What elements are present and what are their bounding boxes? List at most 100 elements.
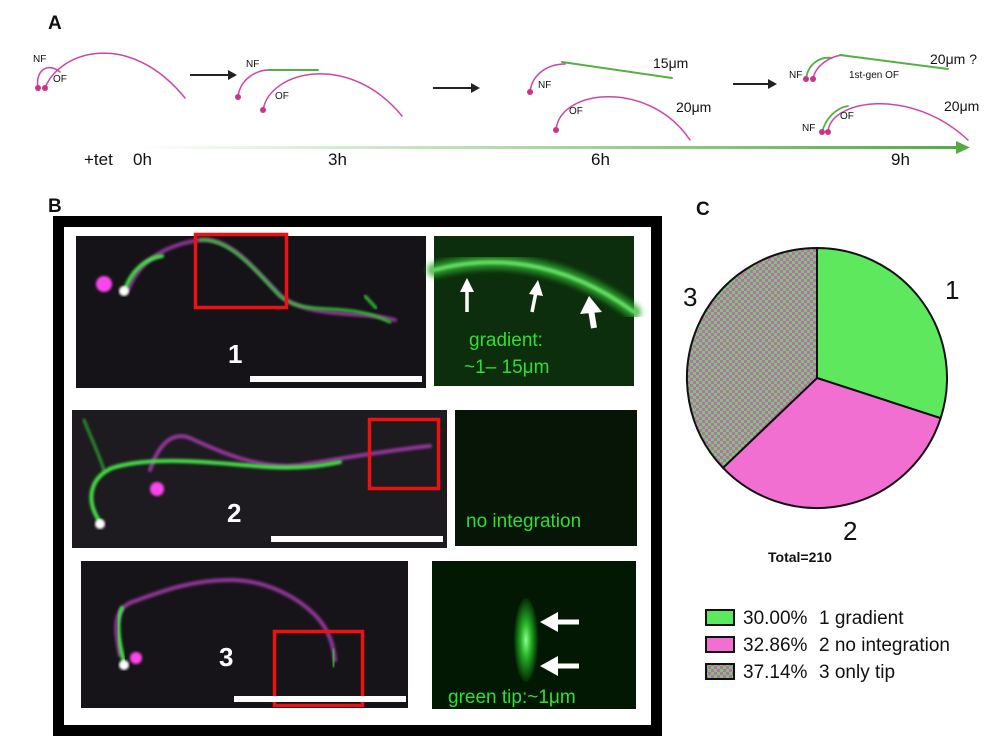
micrograph-row-3: 3 — [81, 561, 408, 708]
zoom-2-text: no integration — [466, 511, 581, 532]
nucleus-dot — [119, 660, 129, 670]
pie-slice-2 — [721, 376, 942, 509]
green-flagellum-base — [122, 254, 164, 294]
panel-a-letter: A — [48, 13, 62, 34]
arrow-left-icon — [540, 612, 558, 632]
basal-body — [35, 85, 41, 91]
tip-glow — [514, 598, 538, 682]
timeline-3h: 3h — [328, 150, 347, 169]
stage-9h: NF 1st-gen OF 20μm ? NF OF 20μm — [789, 51, 979, 141]
green-flagellum — [89, 458, 342, 524]
nf-green-9h — [821, 105, 849, 133]
length-20um-question: 20μm ? — [930, 51, 977, 67]
arrow-head — [228, 70, 237, 80]
scale-bar-1 — [250, 376, 422, 382]
timeline-start: +tet — [84, 150, 113, 169]
row-3-number: 3 — [219, 642, 233, 672]
timeline-0h: 0h — [133, 150, 152, 169]
panel-c: C 1 2 3 Total=210 30.00% 1 gradient 32.8… — [683, 199, 959, 683]
kinetoplast-dot — [150, 482, 164, 496]
zoom-3-text: green tip:~1μm — [448, 687, 576, 708]
micrograph-2 — [72, 410, 447, 548]
basal-body — [825, 129, 831, 135]
pie-label-1: 1 — [945, 275, 959, 305]
of-label: OF — [840, 111, 854, 122]
arrow-head — [471, 83, 480, 93]
first-gen-of-base — [812, 54, 844, 80]
basal-body — [260, 107, 266, 113]
basal-body — [553, 127, 559, 133]
length-15um: 15μm — [653, 55, 688, 71]
zoom-1-text-line2: ~1– 15μm — [464, 357, 549, 378]
kinetoplast-dot — [96, 276, 112, 292]
legend-swatch-gradient — [705, 609, 735, 626]
panel-b: B 1 gradient: ~1– 15μm — [48, 196, 662, 736]
of-label: OF — [53, 74, 67, 85]
zoom-panel-3: green tip:~1μm — [432, 561, 636, 709]
old-flagellum-3h — [262, 73, 403, 117]
pie-slice-1 — [816, 246, 948, 420]
stage-0h: NF OF — [33, 52, 186, 99]
new-flagellum-base — [529, 63, 566, 93]
legend-name-3: 3 only tip — [819, 662, 895, 683]
row-1-number: 1 — [228, 339, 242, 369]
panel-b-frame — [53, 216, 662, 736]
legend-swatch-only-tip — [705, 663, 735, 680]
scale-bar-3 — [234, 696, 406, 702]
nucleus-dot — [95, 519, 105, 529]
stage-3h: NF OF — [235, 59, 403, 117]
magenta-flagellum — [148, 434, 432, 472]
arrow-up-icon — [460, 278, 474, 292]
arrow-head — [768, 79, 777, 89]
legend-swatch-no-integration — [705, 636, 735, 653]
zoom-panel-1: gradient: ~1– 15μm — [427, 236, 641, 386]
background-flagellum — [82, 418, 106, 472]
legend-pct-2: 32.86% — [743, 635, 808, 656]
length-20um: 20μm — [676, 99, 711, 115]
green-flagellum — [116, 606, 126, 664]
nf-label: NF — [33, 54, 46, 65]
kinetoplast-dot — [130, 652, 142, 664]
scale-bar-2 — [271, 536, 443, 542]
timeline-arrowhead — [956, 141, 970, 154]
pie-slice-3 — [686, 246, 818, 470]
nucleus-dot — [119, 286, 129, 296]
green-tip — [331, 648, 336, 668]
zoom-image-2 — [455, 410, 637, 546]
basal-body — [803, 76, 809, 82]
legend-pct-3: 37.14% — [743, 662, 808, 683]
old-flagellum-0h — [44, 52, 186, 99]
zoom-flagellum — [432, 260, 636, 314]
pie-label-2: 2 — [843, 516, 857, 546]
zoom-box-1 — [193, 232, 289, 310]
micrograph-row-2: 2 — [72, 410, 447, 548]
timeline-bar — [138, 146, 960, 149]
zoom-1-text-line1: gradient: — [469, 330, 543, 351]
arrow-up-icon — [529, 280, 543, 296]
length-20um: 20μm — [944, 98, 979, 114]
row-2-number: 2 — [227, 498, 241, 528]
pie-chart — [686, 246, 948, 509]
of-label: OF — [569, 106, 583, 117]
pie-total: Total=210 — [768, 549, 832, 565]
nf-label: NF — [789, 70, 802, 81]
basal-body — [235, 94, 241, 100]
micrograph-1 — [76, 236, 426, 388]
basal-body — [819, 129, 825, 135]
legend: 30.00% 1 gradient 32.86% 2 no integratio… — [705, 608, 950, 683]
zoom-box-2 — [367, 417, 441, 491]
nf-label: NF — [538, 80, 551, 91]
green-flagellum — [198, 238, 392, 324]
timeline-9h: 9h — [891, 150, 910, 169]
of-label: OF — [275, 91, 289, 102]
zoom-panel-2: no integration — [455, 410, 637, 546]
legend-name-2: 2 no integration — [819, 635, 950, 656]
new-flagellum-green-6h — [561, 61, 673, 79]
first-gen-of-label: 1st-gen OF — [849, 70, 899, 81]
legend-name-1: 1 gradient — [819, 608, 904, 629]
basal-body — [42, 85, 48, 91]
newest-flagellum — [805, 56, 833, 80]
arrow-left-icon — [540, 656, 558, 676]
pie-label-3: 3 — [683, 282, 697, 312]
